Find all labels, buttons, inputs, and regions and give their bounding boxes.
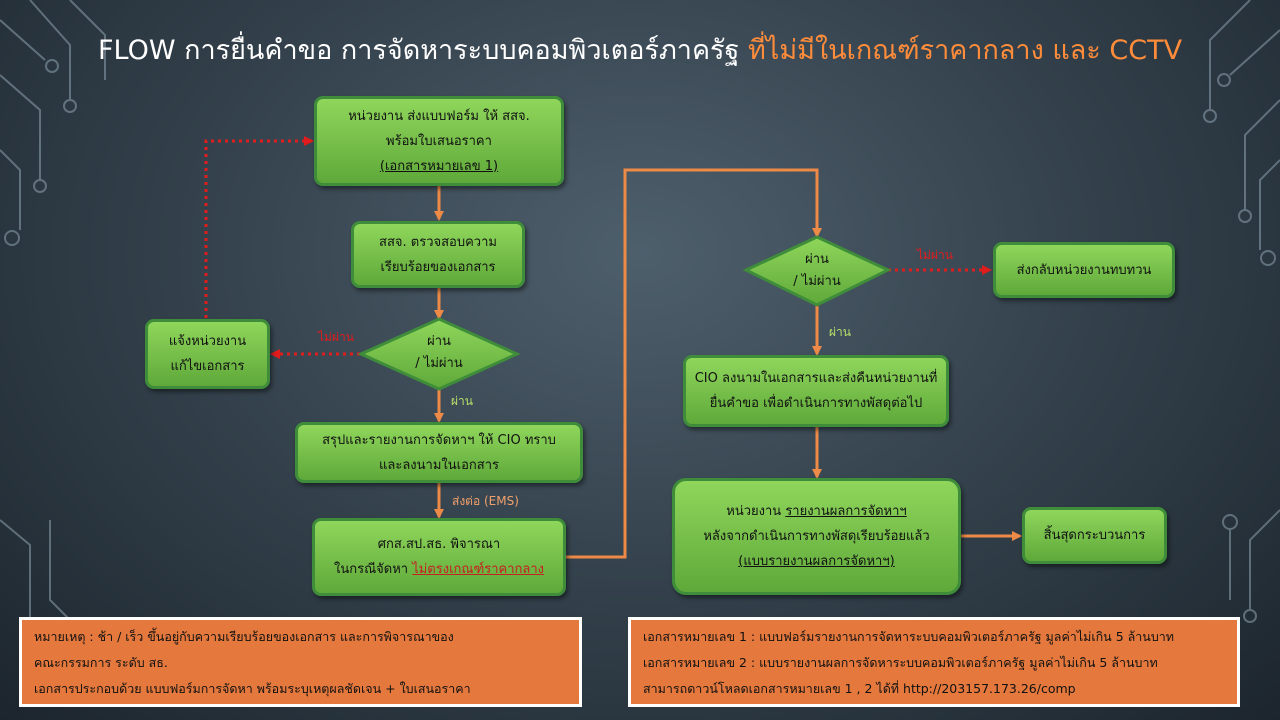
- left-decision-label: ผ่าน / ไม่ผ่าน: [379, 331, 499, 375]
- consider-line2b: ไม่ตรงเกณฑ์ราคากลาง: [412, 562, 545, 577]
- notify-line2: แก้ไขเอกสาร: [170, 359, 245, 374]
- arrow-notify-to-submit: [204, 136, 314, 318]
- consider-line2: ในกรณีจัดหา ไม่ตรงเกณฑ์ราคากลาง: [334, 557, 544, 582]
- left-fail-label: ไม่ผ่าน: [318, 330, 354, 344]
- left-decision-line2: / ไม่ผ่าน: [415, 356, 463, 371]
- cio-line1: CIO ลงนามในเอกสารและส่งคืนหน่วยงานที่: [694, 371, 938, 386]
- cio-line2: ยื่นคำขอ เพื่อดำเนินการทางพัสดุต่อไป: [709, 396, 923, 411]
- note-left-line1: หมายเหตุ : ช้า / เร็ว ขึ้นอยู่กับความเรี…: [34, 629, 454, 644]
- report-line1: หน่วยงาน รายงานผลการจัดหาฯ: [726, 499, 906, 524]
- end-text: สิ้นสุดกระบวนการ: [1043, 528, 1146, 543]
- note-right-line1: เอกสารหมายเลข 1 : แบบฟอร์มรายงานการจัดหา…: [643, 629, 1175, 644]
- note-right-line3: สามารถดาวน์โหลดเอกสารหมายเลข 1 , 2 ได้ที…: [643, 681, 1076, 696]
- right-fail-label: ไม่ผ่าน: [917, 248, 953, 262]
- title-highlight: ที่ไม่มีในเกณฑ์ราคากลาง และ CCTV: [747, 35, 1183, 66]
- title-main: FLOW การยื่นคำขอ การจัดหาระบบคอมพิวเตอร์…: [97, 35, 748, 66]
- box-end-process: สิ้นสุดกระบวนการ: [1022, 507, 1167, 564]
- box-cio-sign: CIO ลงนามในเอกสารและส่งคืนหน่วยงานที่ ยื…: [683, 355, 949, 427]
- page-title: FLOW การยื่นคำขอ การจัดหาระบบคอมพิวเตอร์…: [0, 28, 1280, 71]
- box-summary-report: สรุปและรายงานการจัดหาฯ ให้ CIO ทราบ และล…: [295, 422, 583, 483]
- report-line2: หลังจากดำเนินการทางพัสดุเรียบร้อยแล้ว: [703, 529, 930, 544]
- box-report-result: หน่วยงาน รายงานผลการจัดหาฯ หลังจากดำเนิน…: [672, 478, 961, 595]
- check-line1: สสจ. ตรวจสอบความ: [379, 234, 497, 250]
- check-line2: เรียบร้อยของเอกสาร: [380, 259, 496, 275]
- notify-line1: แจ้งหน่วยงาน: [168, 334, 247, 349]
- report-line3: (แบบรายงานผลการจัดหาฯ): [738, 554, 895, 569]
- box-return-review: ส่งกลับหน่วยงานทบทวน: [993, 242, 1175, 298]
- left-pass-label: ผ่าน: [451, 394, 473, 408]
- report-line1a: หน่วยงาน: [726, 504, 786, 519]
- box-check-documents: สสจ. ตรวจสอบความ เรียบร้อยของเอกสาร: [351, 221, 525, 288]
- decision-diamond-right: [742, 235, 892, 307]
- note-right: เอกสารหมายเลข 1 : แบบฟอร์มรายงานการจัดหา…: [628, 617, 1240, 707]
- decision-diamond-left: [357, 317, 521, 391]
- consider-line2a: ในกรณีจัดหา: [333, 562, 413, 577]
- submit-line1: หน่วยงาน ส่งแบบฟอร์ม ให้ สสจ.: [348, 108, 530, 124]
- right-decision-line2: / ไม่ผ่าน: [793, 274, 841, 289]
- right-decision-label: ผ่าน / ไม่ผ่าน: [757, 249, 877, 293]
- note-left-line2: คณะกรรมการ ระดับ สธ.: [34, 655, 168, 670]
- box-consider: ศกส.สป.สธ. พิจารณา ในกรณีจัดหา ไม่ตรงเกณ…: [312, 518, 566, 596]
- submit-line2: พร้อมใบเสนอราคา: [386, 133, 492, 149]
- summary-line2: และลงนามในเอกสาร: [379, 457, 499, 473]
- report-line1b: รายงานผลการจัดหาฯ: [785, 504, 907, 519]
- box-notify-fix: แจ้งหน่วยงาน แก้ไขเอกสาร: [145, 319, 270, 389]
- box-submit-form: หน่วยงาน ส่งแบบฟอร์ม ให้ สสจ. พร้อมใบเสน…: [314, 96, 564, 186]
- left-decision-line1: ผ่าน: [427, 334, 451, 349]
- right-decision-line1: ผ่าน: [805, 252, 829, 267]
- note-left-line3: เอกสารประกอบด้วย แบบฟอร์มการจัดหา พร้อมร…: [34, 681, 471, 696]
- summary-line1: สรุปและรายงานการจัดหาฯ ให้ CIO ทราบ: [322, 432, 556, 448]
- note-right-line2: เอกสารหมายเลข 2 : แบบรายงานผลการจัดหาระบ…: [643, 655, 1158, 670]
- arrow-consider-to-right-decision: [566, 168, 822, 559]
- return-text: ส่งกลับหน่วยงานทบทวน: [1016, 262, 1152, 278]
- right-pass-label: ผ่าน: [829, 325, 851, 339]
- note-left: หมายเหตุ : ช้า / เร็ว ขึ้นอยู่กับความเรี…: [19, 617, 582, 707]
- submit-line3: (เอกสารหมายเลข 1): [379, 158, 499, 174]
- consider-line1: ศกส.สป.สธ. พิจารณา: [377, 537, 501, 552]
- send-ems-label: ส่งต่อ (EMS): [452, 494, 519, 508]
